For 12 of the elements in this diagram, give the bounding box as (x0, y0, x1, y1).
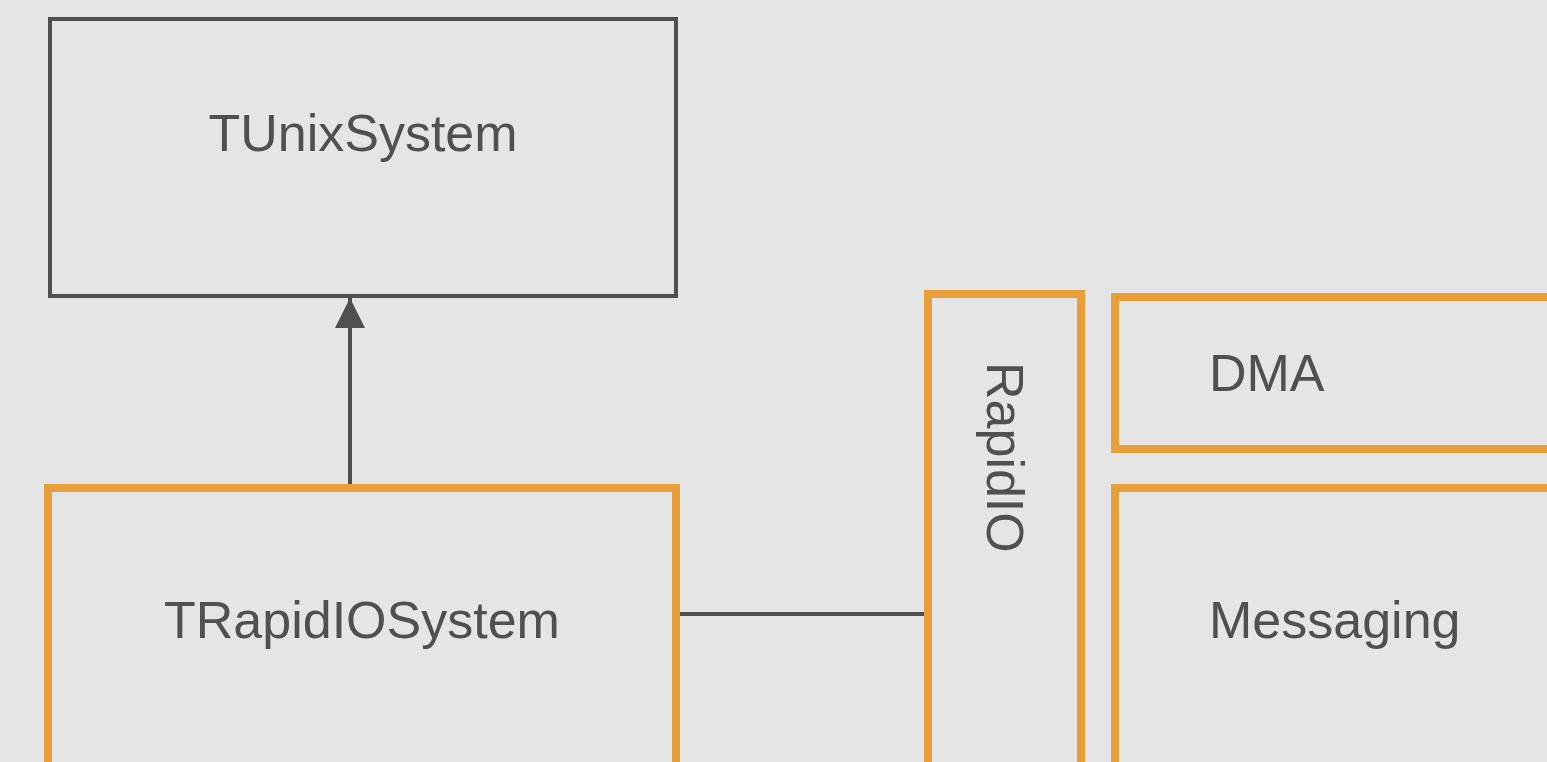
box-label: TUnixSystem (208, 102, 518, 163)
box-label: TRapidIOSystem (164, 590, 560, 650)
component-box (1111, 484, 1547, 762)
box-label: Messaging (1209, 590, 1461, 650)
box-label: RapidIO (974, 361, 1035, 553)
component-box (1111, 293, 1547, 453)
component-box (44, 484, 680, 762)
box-label: DMA (1209, 343, 1325, 403)
vertical-bus-box (924, 290, 1085, 762)
component-box (48, 17, 678, 298)
arrow (335, 298, 365, 484)
connector-line (680, 612, 924, 616)
